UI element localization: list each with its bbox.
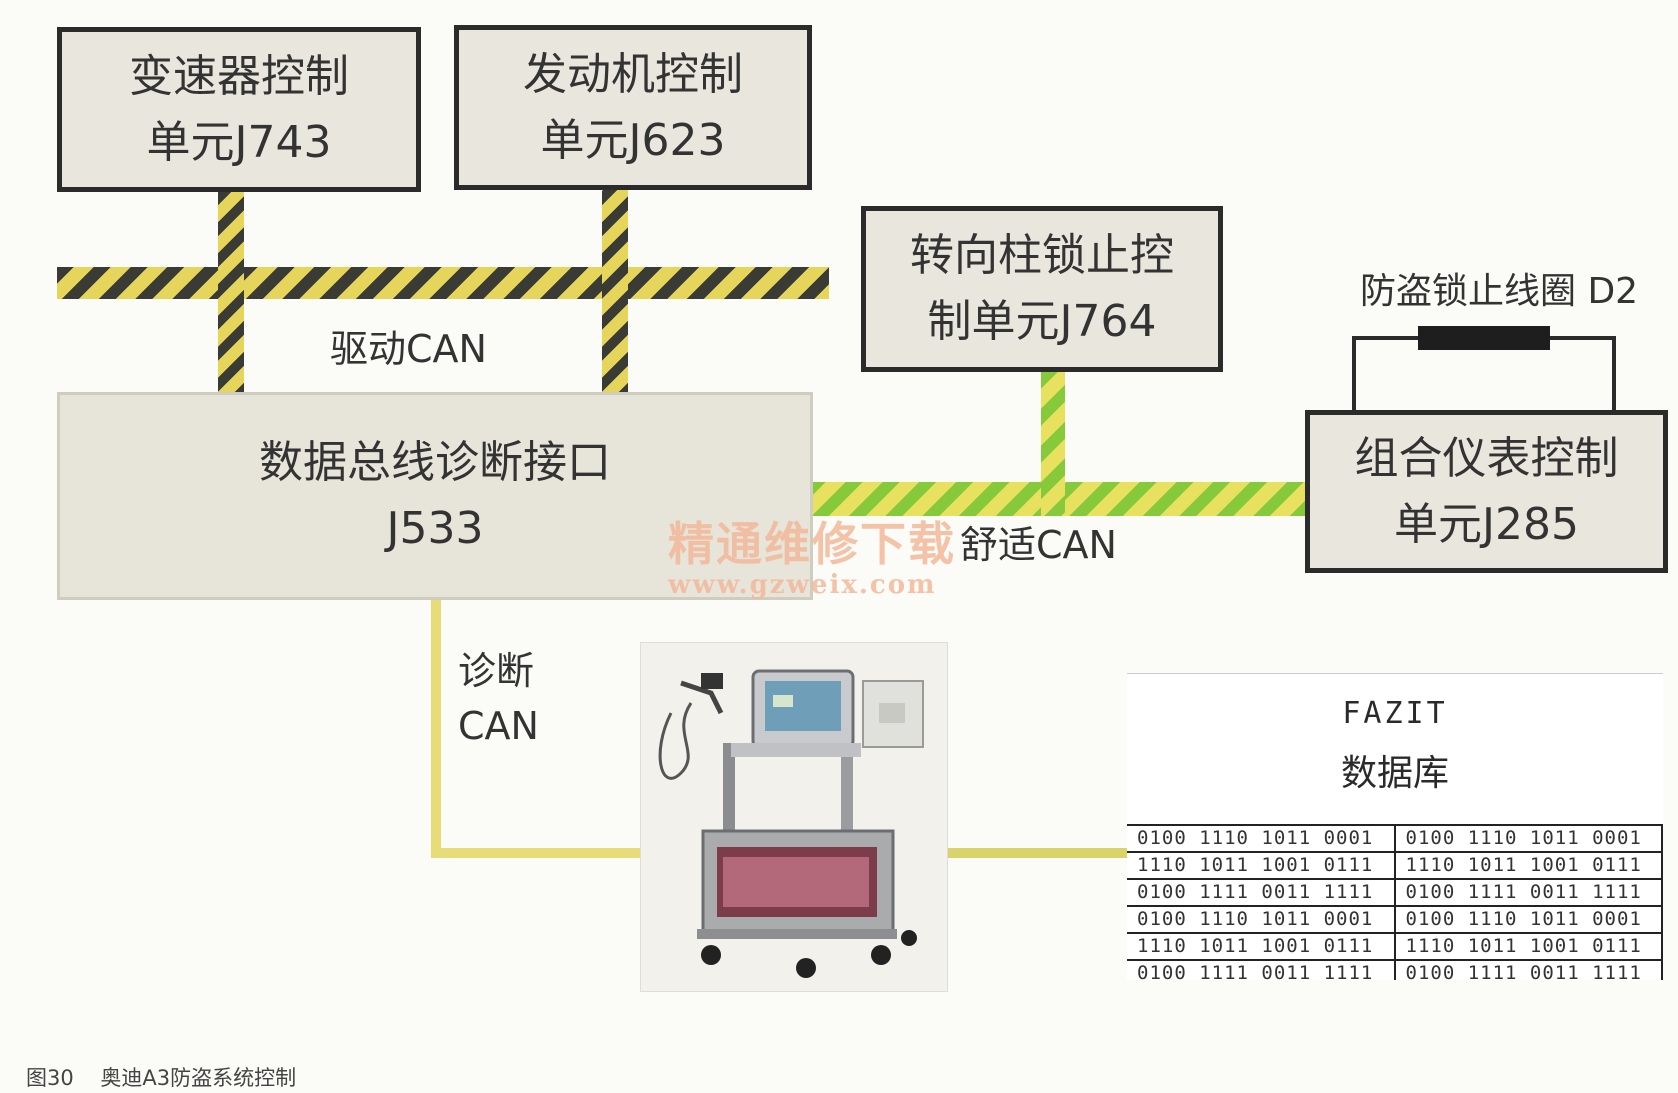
diagnostic-can-label-line1: 诊断 [458,649,535,693]
watermark-line2: www.gzweix.com [668,570,937,600]
instrument-cluster-control-unit-j285: 组合仪表控制 单元J285 [1305,410,1668,573]
drive-can-bus [57,267,829,299]
figure-caption: 图30 奥迪A3防盗系统控制 [26,1062,296,1092]
diagnostic-can-label-line2: CAN [458,704,539,749]
coil-element [1418,326,1550,350]
table-cell: 0100 1111 0011 1111 [1394,959,1663,980]
table-row: 1110 1011 1001 0111 1110 1011 1001 0111 [1127,851,1663,880]
drive-can-stub-j623 [602,189,628,397]
watermark: 精通维修下载 www.gzweix.com [668,508,956,600]
transmission-control-unit-j743: 变速器控制 单元J743 [57,27,421,192]
comfort-can-stub-j764 [1041,372,1065,516]
table-cell: 1110 1011 1001 0111 [1127,932,1396,961]
figure-number: 图30 [26,1066,74,1090]
diagnostic-can-line-vertical [431,596,441,858]
table-row: 0100 1111 0011 1111 0100 1111 0011 1111 [1127,959,1663,980]
drive-can-stub-j743 [218,189,244,397]
diagnostic-can-line-horizontal [431,848,643,858]
j764-line2: 制单元J764 [927,296,1157,347]
data-bus-diagnostic-interface-j533: 数据总线诊断接口 J533 [57,392,813,600]
j285-line2: 单元J285 [1394,498,1579,550]
table-row: 0100 1110 1011 0001 0100 1110 1011 0001 [1127,905,1663,934]
j743-line2: 单元J743 [146,116,332,168]
steering-column-lock-unit-j764: 转向柱锁止控 制单元J764 [861,206,1223,372]
table-cell: 0100 1111 0011 1111 [1394,878,1663,907]
table-cell: 0100 1110 1011 0001 [1394,824,1663,853]
table-cell: 0100 1110 1011 0001 [1127,824,1396,853]
table-row: 0100 1110 1011 0001 0100 1110 1011 0001 [1127,824,1663,853]
immobilizer-coil-d2 [1352,326,1616,412]
drive-can-label: 驱动CAN [330,327,487,371]
engine-control-unit-j623: 发动机控制 单元J623 [454,25,812,190]
fazit-database: FAZIT 数据库 0100 1110 1011 0001 0100 1110 … [1127,673,1663,980]
table-cell: 0100 1111 0011 1111 [1127,959,1396,980]
table-cell: 1110 1011 1001 0111 [1394,932,1663,961]
j743-line1: 变速器控制 [129,50,349,102]
immobilizer-coil-label: 防盗锁止线圈 D2 [1360,271,1639,312]
j623-line1: 发动机控制 [523,48,743,100]
j764-line1: 转向柱锁止控 [910,230,1174,281]
table-cell: 0100 1111 0011 1111 [1127,878,1396,907]
fazit-subtitle: 数据库 [1340,753,1449,794]
j285-line1: 组合仪表控制 [1354,432,1619,484]
table-cell: 1110 1011 1001 0111 [1394,851,1663,880]
diagnostic-can-label: 诊断 CAN [458,644,539,754]
figure-caption-text: 奥迪A3防盗系统控制 [100,1066,297,1090]
table-cell: 1110 1011 1001 0111 [1127,851,1396,880]
table-row: 1110 1011 1001 0111 1110 1011 1001 0111 [1127,932,1663,961]
fazit-title: FAZIT [1342,696,1448,731]
table-cell: 0100 1110 1011 0001 [1127,905,1396,934]
j533-line2: J533 [386,503,484,554]
fazit-binary-table: 0100 1110 1011 0001 0100 1110 1011 0001 … [1127,824,1663,980]
comfort-can-label: 舒适CAN [960,523,1117,567]
diagnostic-tester-image [658,669,924,978]
tester-to-database-line [946,848,1128,858]
j533-line1: 数据总线诊断接口 [259,437,611,488]
table-row: 0100 1111 0011 1111 0100 1111 0011 1111 [1127,878,1663,907]
table-cell: 0100 1110 1011 0001 [1394,905,1663,934]
j623-line2: 单元J623 [540,114,726,166]
watermark-line1: 精通维修下载 [668,517,956,571]
diagnostic-tester-cart [640,642,948,992]
